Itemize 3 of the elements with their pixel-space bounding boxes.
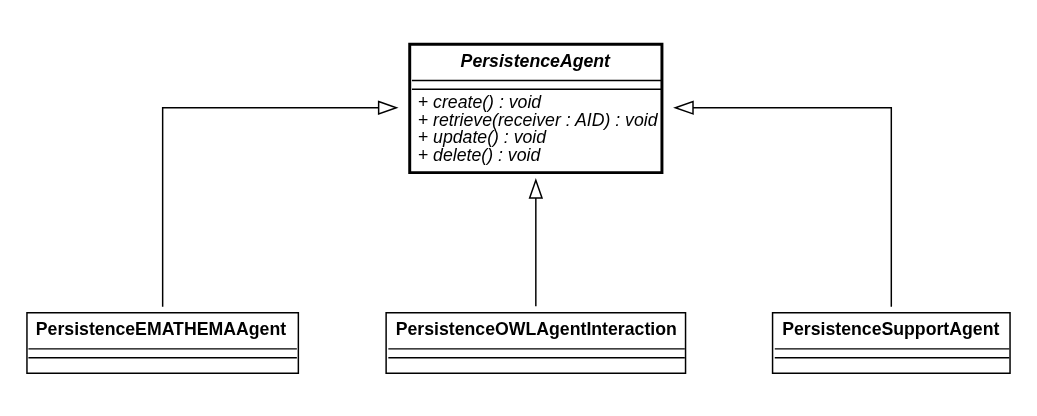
- arrow: [161, 100, 399, 308]
- arrow: [528, 178, 544, 308]
- arrow: [673, 100, 893, 308]
